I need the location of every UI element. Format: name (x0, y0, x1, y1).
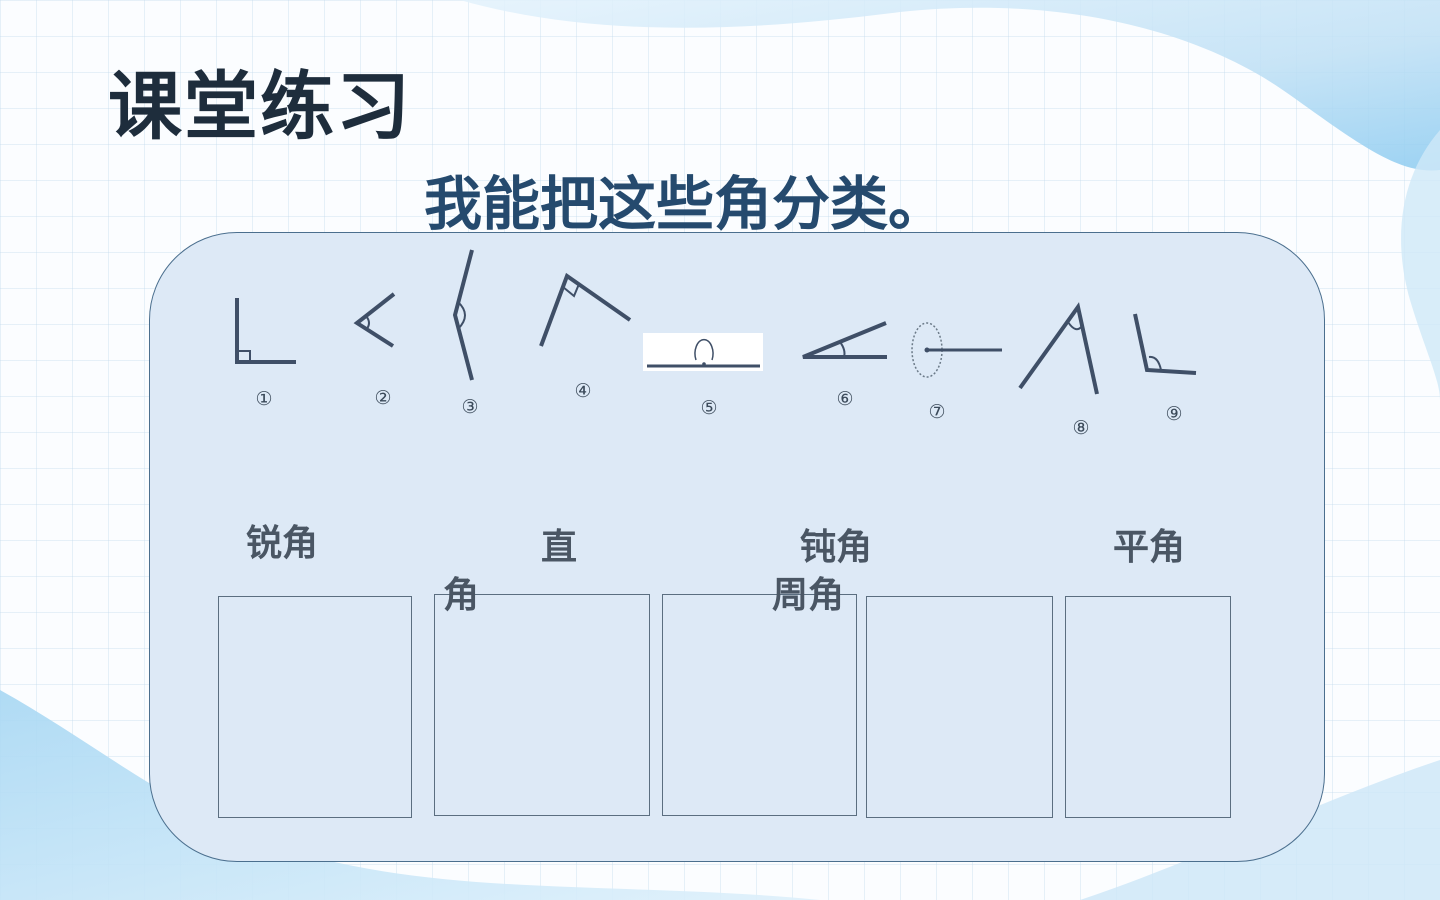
label-obtuse-angle: 钝角 (800, 527, 873, 568)
label-full-angle: 周角 (772, 575, 845, 616)
obtuse-angle-icon (452, 249, 474, 381)
full-angle-icon (911, 322, 1002, 378)
answer-box-acute[interactable] (218, 596, 412, 818)
instruction-text: 我能把这些角分类。 (424, 170, 947, 238)
figure-number: ⑧ (1072, 417, 1089, 439)
answer-box-right[interactable] (434, 594, 650, 816)
figure-number: ④ (574, 380, 591, 402)
acute-angle-icon (802, 321, 887, 359)
right-angle-icon (235, 298, 296, 364)
answer-box-full[interactable] (866, 596, 1053, 818)
right-angle-icon (539, 272, 632, 347)
figure-number: ⑥ (836, 388, 853, 410)
top-right-wave (460, 0, 1440, 171)
acute-angle-icon (1018, 302, 1099, 395)
acute-angle-icon (353, 292, 396, 348)
label-right-angle-top: 直 (541, 527, 578, 568)
page-title: 课堂练习 (108, 64, 412, 150)
label-right-angle-bottom: 角 (443, 575, 480, 616)
label-acute-angle: 锐角 (246, 523, 319, 564)
label-straight-angle: 平角 (1113, 527, 1186, 568)
answer-box-obtuse[interactable] (662, 594, 857, 816)
figure-number: ② (374, 387, 391, 409)
figure-number: ③ (461, 396, 478, 418)
figure-number: ⑨ (1165, 403, 1182, 425)
obtuse-angle-icon (1133, 313, 1197, 375)
right-side-wave (1401, 130, 1440, 400)
straight-angle-icon (643, 333, 763, 371)
figure-number: ⑦ (928, 401, 945, 423)
figure-number: ⑤ (700, 397, 717, 419)
answer-box-straight[interactable] (1065, 596, 1231, 818)
figure-number: ① (255, 388, 272, 410)
